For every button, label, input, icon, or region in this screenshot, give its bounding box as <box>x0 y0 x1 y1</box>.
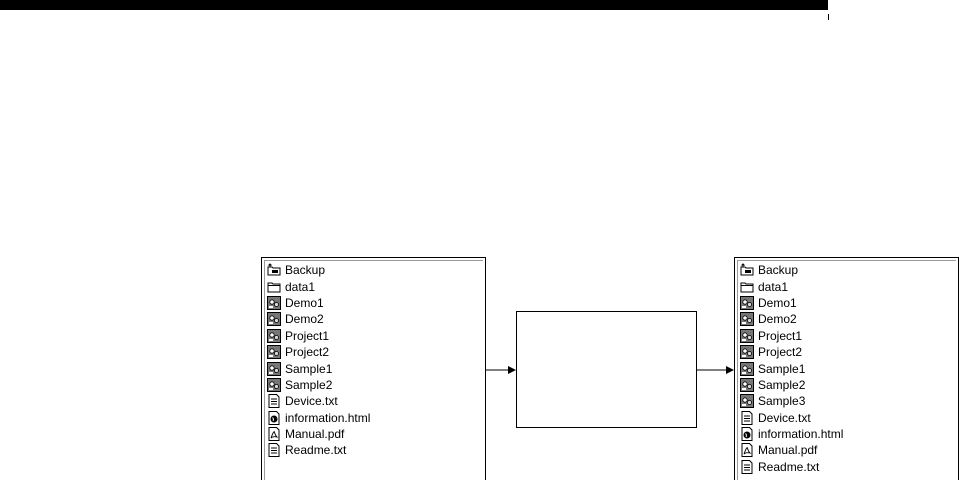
arrow-process-to-right-head <box>726 366 734 374</box>
list-item[interactable]: Readme.txt <box>740 459 843 475</box>
file-label: Demo2 <box>758 312 797 327</box>
list-item[interactable]: Demo2 <box>267 311 370 327</box>
folder-icon <box>267 280 281 294</box>
project-icon <box>740 295 754 310</box>
file-label: Project2 <box>285 345 330 360</box>
file-label: Project2 <box>758 345 803 360</box>
list-item[interactable]: Sample2 <box>267 377 370 393</box>
project-icon <box>740 312 754 327</box>
text-file-icon <box>740 410 754 425</box>
file-label: Sample2 <box>285 377 333 392</box>
list-item[interactable]: Demo1 <box>267 295 370 311</box>
project-icon <box>740 361 754 376</box>
project-icon <box>267 295 281 310</box>
list-item[interactable]: Sample3 <box>740 393 843 409</box>
file-label: Backup <box>758 263 799 278</box>
pdf-file-icon <box>740 443 754 458</box>
project-icon <box>267 345 281 360</box>
file-label: Device.txt <box>758 410 811 425</box>
html-file-icon <box>267 410 281 425</box>
file-label: information.html <box>285 410 371 425</box>
text-file-icon <box>740 459 754 474</box>
file-label: information.html <box>758 427 844 442</box>
project-icon <box>740 328 754 343</box>
file-label: Demo1 <box>285 295 324 310</box>
file-label: Manual.pdf <box>758 443 818 458</box>
header-tick-mark <box>828 14 829 20</box>
file-label: data1 <box>285 279 316 294</box>
list-item[interactable]: information.html <box>740 426 843 442</box>
folder-icon <box>740 280 754 294</box>
file-label: Backup <box>285 263 326 278</box>
project-icon <box>740 345 754 360</box>
list-item[interactable]: Project1 <box>740 328 843 344</box>
list-item[interactable]: Backup <box>740 262 843 278</box>
file-label: Sample1 <box>758 361 806 376</box>
list-item[interactable]: Project2 <box>267 344 370 360</box>
list-item[interactable]: Demo2 <box>740 311 843 327</box>
file-label: Project1 <box>285 328 330 343</box>
list-item[interactable]: Demo1 <box>740 295 843 311</box>
file-label: Readme.txt <box>285 443 347 458</box>
pdf-file-icon <box>267 427 281 442</box>
html-file-icon <box>740 427 754 442</box>
arrow-left-to-process-head <box>508 366 516 374</box>
file-label: data1 <box>758 279 789 294</box>
file-label: Sample2 <box>758 377 806 392</box>
project-icon <box>267 377 281 392</box>
project-icon <box>740 394 754 409</box>
project-icon <box>740 377 754 392</box>
list-item[interactable]: Manual.pdf <box>740 442 843 458</box>
project-icon <box>267 328 281 343</box>
file-label: Demo2 <box>285 312 324 327</box>
backup-folder-icon <box>740 263 754 277</box>
file-label: Readme.txt <box>758 459 820 474</box>
file-label: Sample1 <box>285 361 333 376</box>
list-item[interactable]: Backup <box>267 262 370 278</box>
file-label: Project1 <box>758 328 803 343</box>
backup-folder-icon <box>267 263 281 277</box>
list-item[interactable]: Project1 <box>267 328 370 344</box>
text-file-icon <box>267 443 281 458</box>
list-item[interactable]: data1 <box>267 278 370 294</box>
list-item[interactable]: Manual.pdf <box>267 426 370 442</box>
list-item[interactable]: Project2 <box>740 344 843 360</box>
list-item[interactable]: Device.txt <box>740 410 843 426</box>
project-icon <box>267 361 281 376</box>
list-item[interactable]: information.html <box>267 410 370 426</box>
process-box <box>516 311 697 428</box>
file-label: Sample3 <box>758 394 806 409</box>
file-label: Device.txt <box>285 394 338 409</box>
project-icon <box>267 312 281 327</box>
list-item[interactable]: Device.txt <box>267 393 370 409</box>
list-item[interactable]: Sample2 <box>740 377 843 393</box>
file-label: Manual.pdf <box>285 427 345 442</box>
file-label: Demo1 <box>758 295 797 310</box>
header-bar <box>0 0 828 10</box>
text-file-icon <box>267 394 281 409</box>
list-item[interactable]: Readme.txt <box>267 442 370 458</box>
list-item[interactable]: data1 <box>740 278 843 294</box>
list-item[interactable]: Sample1 <box>267 360 370 376</box>
list-item[interactable]: Sample1 <box>740 360 843 376</box>
